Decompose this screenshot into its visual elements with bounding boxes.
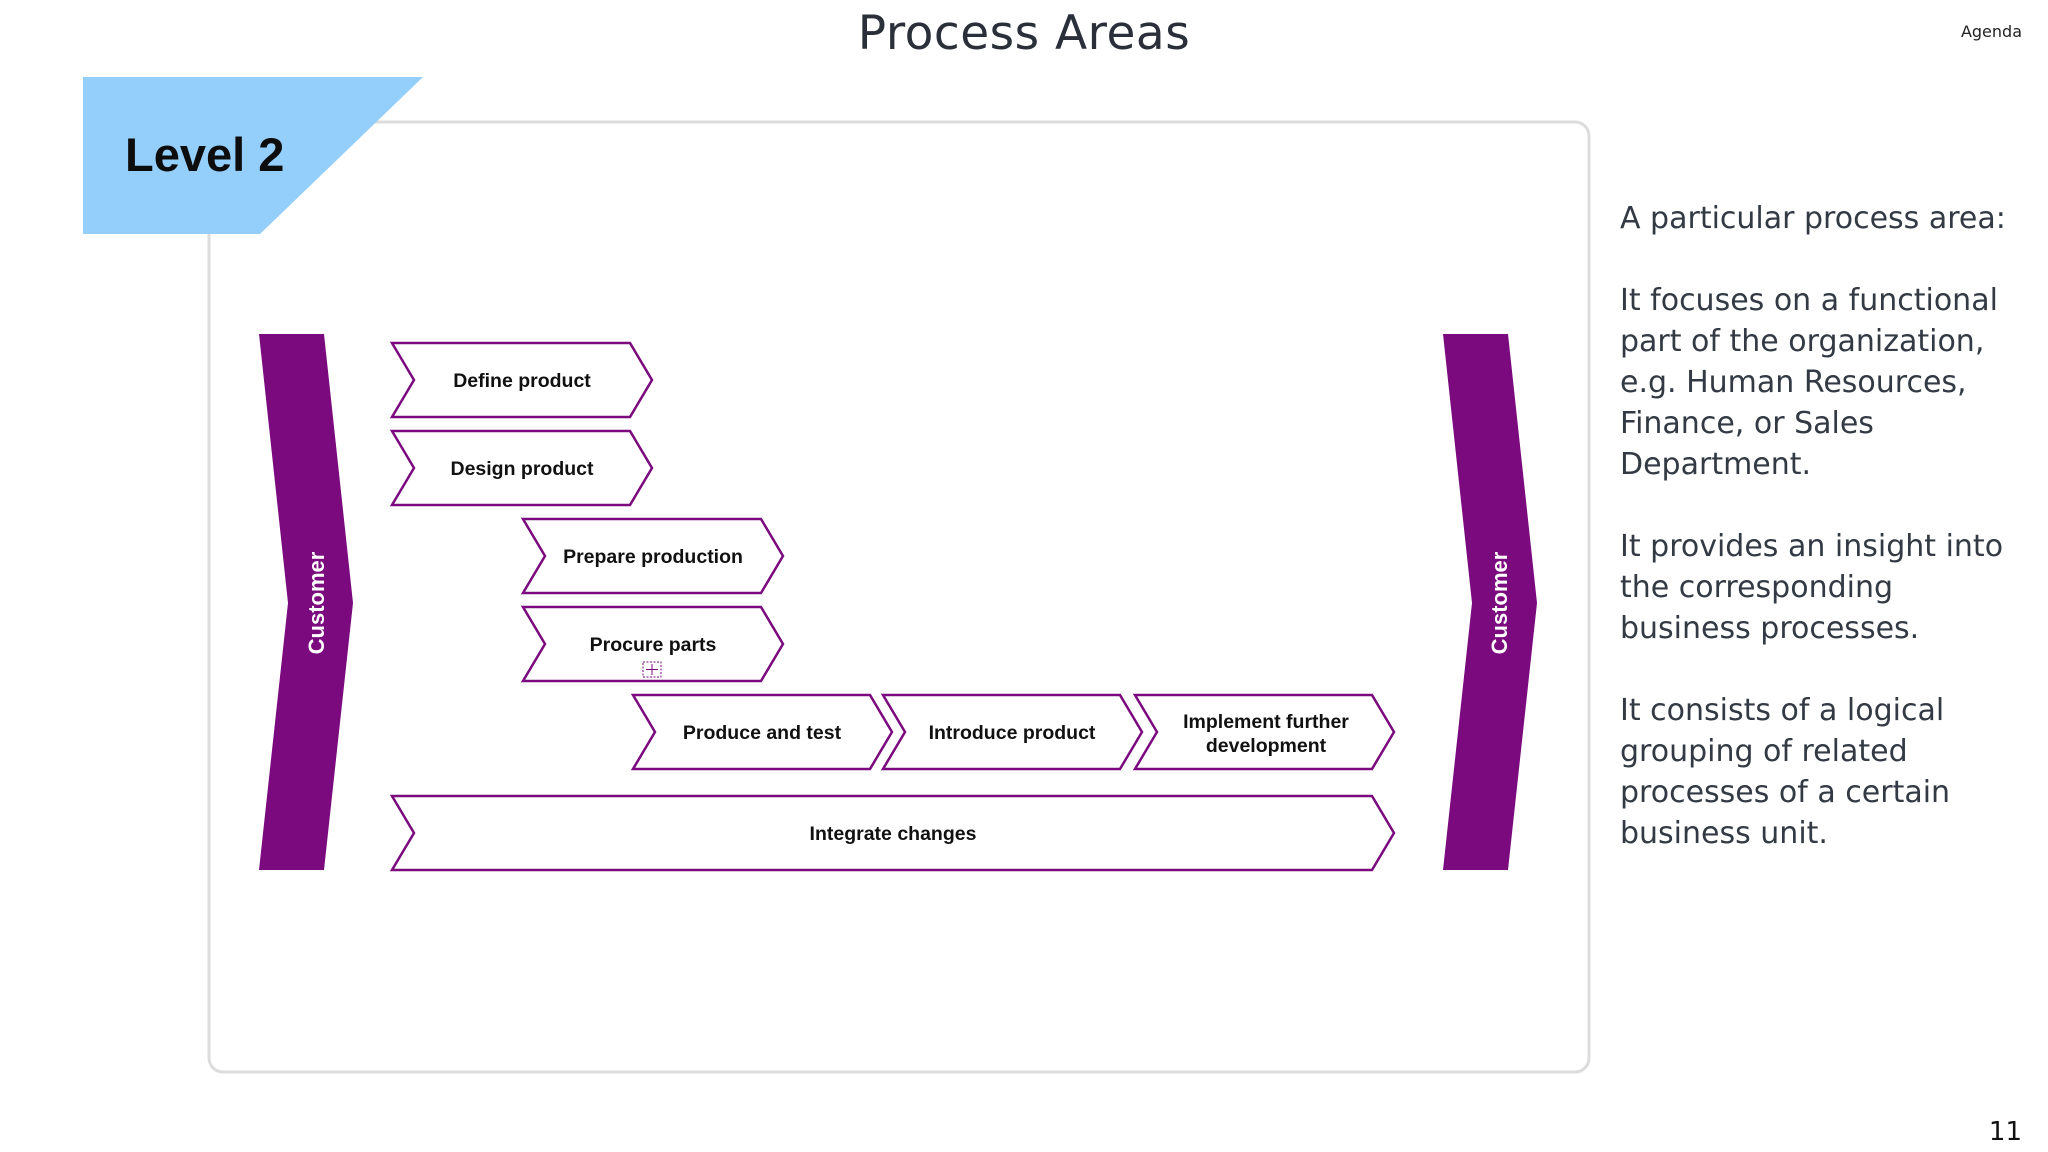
process-label: Implement further	[1183, 711, 1349, 733]
process-procure-parts	[520, 605, 785, 683]
process-label: Prepare production	[563, 546, 743, 568]
process-label: Define product	[453, 370, 591, 392]
process-label-line2: development	[1206, 735, 1327, 757]
description-point-3: It consists of a logical grouping of rel…	[1620, 693, 1951, 851]
customer-bar-left	[259, 334, 353, 870]
process-implement-further-development	[1132, 693, 1396, 771]
process-label: Procure parts	[590, 634, 717, 656]
customer-label-left: Customer	[304, 551, 329, 654]
description-panel: A particular process area: It focuses on…	[1620, 198, 2030, 895]
process-define-product	[389, 341, 654, 419]
description-point-2: It provides an insight into the correspo…	[1620, 529, 2004, 646]
process-label: Introduce product	[929, 722, 1096, 744]
description-point-1: It focuses on a functional part of the o…	[1620, 283, 1998, 482]
page-number: 11	[1988, 1117, 2022, 1147]
process-design-product	[389, 429, 654, 507]
process-label: Integrate changes	[810, 823, 977, 845]
process-produce-and-test	[630, 693, 894, 771]
process-introduce-product	[880, 693, 1144, 771]
description-intro: A particular process area:	[1620, 201, 2006, 236]
level-badge-shape	[83, 77, 423, 234]
process-label: Produce and test	[683, 722, 842, 744]
level-badge-label: Level 2	[125, 128, 284, 181]
customer-label-right: Customer	[1487, 551, 1512, 654]
process-prepare-production	[520, 517, 785, 595]
process-label: Design product	[450, 458, 594, 480]
agenda-link[interactable]: Agenda	[1960, 22, 2022, 41]
page-title: Process Areas	[857, 6, 1191, 61]
process-integrate-changes	[389, 794, 1396, 872]
diagram-frame	[207, 120, 1591, 1074]
customer-bar-right	[1443, 334, 1537, 870]
subprocess-icon	[642, 661, 662, 678]
